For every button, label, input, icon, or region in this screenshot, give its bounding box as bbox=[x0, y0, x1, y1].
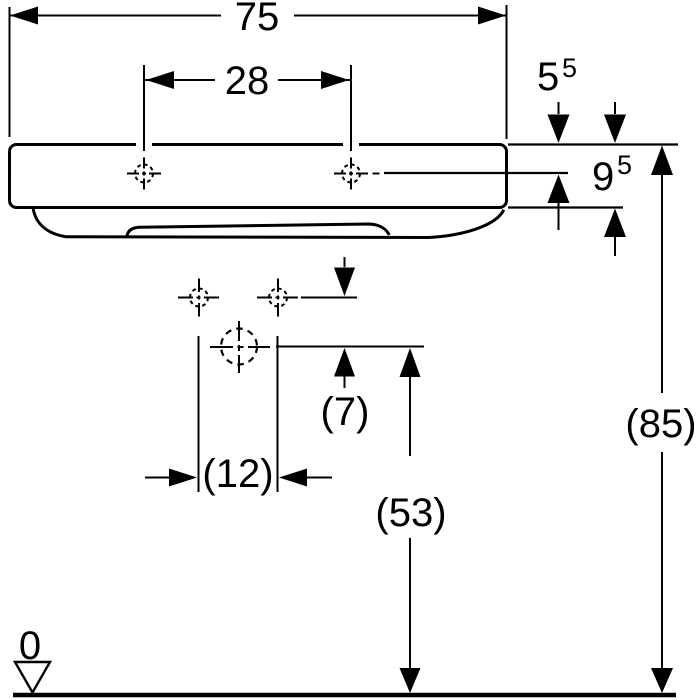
dim-label-75: 75 bbox=[235, 0, 280, 39]
dim-label-7: (7) bbox=[321, 390, 370, 434]
arrow-down-icon bbox=[399, 668, 421, 693]
dim-overall-width: 75 bbox=[8, 0, 508, 139]
dim-hole-offset-width: (12) bbox=[145, 336, 332, 496]
drain-hole-marker bbox=[210, 321, 270, 373]
fixing-hole-marker-right bbox=[257, 278, 299, 317]
tap-hole-marker-right bbox=[334, 157, 368, 190]
tap-hole-marker-left bbox=[127, 157, 161, 190]
arrow-right-icon bbox=[169, 468, 197, 487]
dim-rim-height: (85) bbox=[625, 145, 697, 693]
dim-apron-depth: 9 5 bbox=[592, 102, 632, 256]
dim-label-12: (12) bbox=[202, 452, 273, 496]
dim-label-28: 28 bbox=[225, 59, 270, 103]
arrow-down-icon bbox=[334, 267, 355, 296]
dim-label-53: (53) bbox=[375, 491, 446, 535]
arrow-up-icon bbox=[399, 348, 421, 377]
fixing-hole-marker-left bbox=[178, 278, 220, 317]
dim-hole-offset-depth: (7) bbox=[321, 257, 370, 434]
hole-circle-icon bbox=[341, 163, 361, 184]
dim-label-85: (85) bbox=[625, 402, 696, 446]
dim-tap-offset: 5 5 bbox=[537, 53, 577, 230]
hole-circle-icon bbox=[189, 287, 209, 308]
arrow-down-icon bbox=[604, 114, 626, 143]
reference-lines bbox=[276, 143, 678, 348]
hole-circle-icon bbox=[268, 287, 288, 308]
arrow-up-icon bbox=[651, 145, 673, 175]
basin-apron-outline bbox=[31, 207, 506, 239]
dim-tap-spacing: 28 bbox=[143, 59, 352, 151]
datum-triangle-icon bbox=[12, 660, 53, 695]
arrow-left-icon bbox=[279, 468, 307, 487]
dim-label-9-sup: 5 bbox=[617, 150, 632, 180]
datum-label-0: 0 bbox=[19, 624, 41, 668]
dim-label-5-sup: 5 bbox=[562, 53, 577, 83]
arrow-right-icon bbox=[321, 71, 349, 89]
arrow-left-icon bbox=[10, 6, 38, 25]
dim-drain-height: (53) bbox=[375, 348, 447, 693]
hole-circle-icon bbox=[219, 327, 259, 366]
dim-label-9: 9 bbox=[592, 155, 614, 199]
arrow-up-icon bbox=[547, 174, 570, 203]
arrow-up-icon bbox=[334, 348, 355, 377]
basin-body-outline bbox=[8, 143, 508, 209]
arrow-up-icon bbox=[604, 208, 626, 237]
floor-datum: 0 bbox=[12, 624, 676, 698]
arrow-down-icon bbox=[547, 114, 570, 143]
washbasin-outline bbox=[8, 140, 508, 239]
arrow-down-icon bbox=[651, 668, 673, 693]
basin-apron-recess-line bbox=[125, 222, 391, 237]
dim-label-5: 5 bbox=[537, 55, 559, 99]
arrow-left-icon bbox=[146, 71, 174, 89]
arrow-right-icon bbox=[478, 6, 506, 25]
hole-circle-icon bbox=[134, 163, 154, 184]
